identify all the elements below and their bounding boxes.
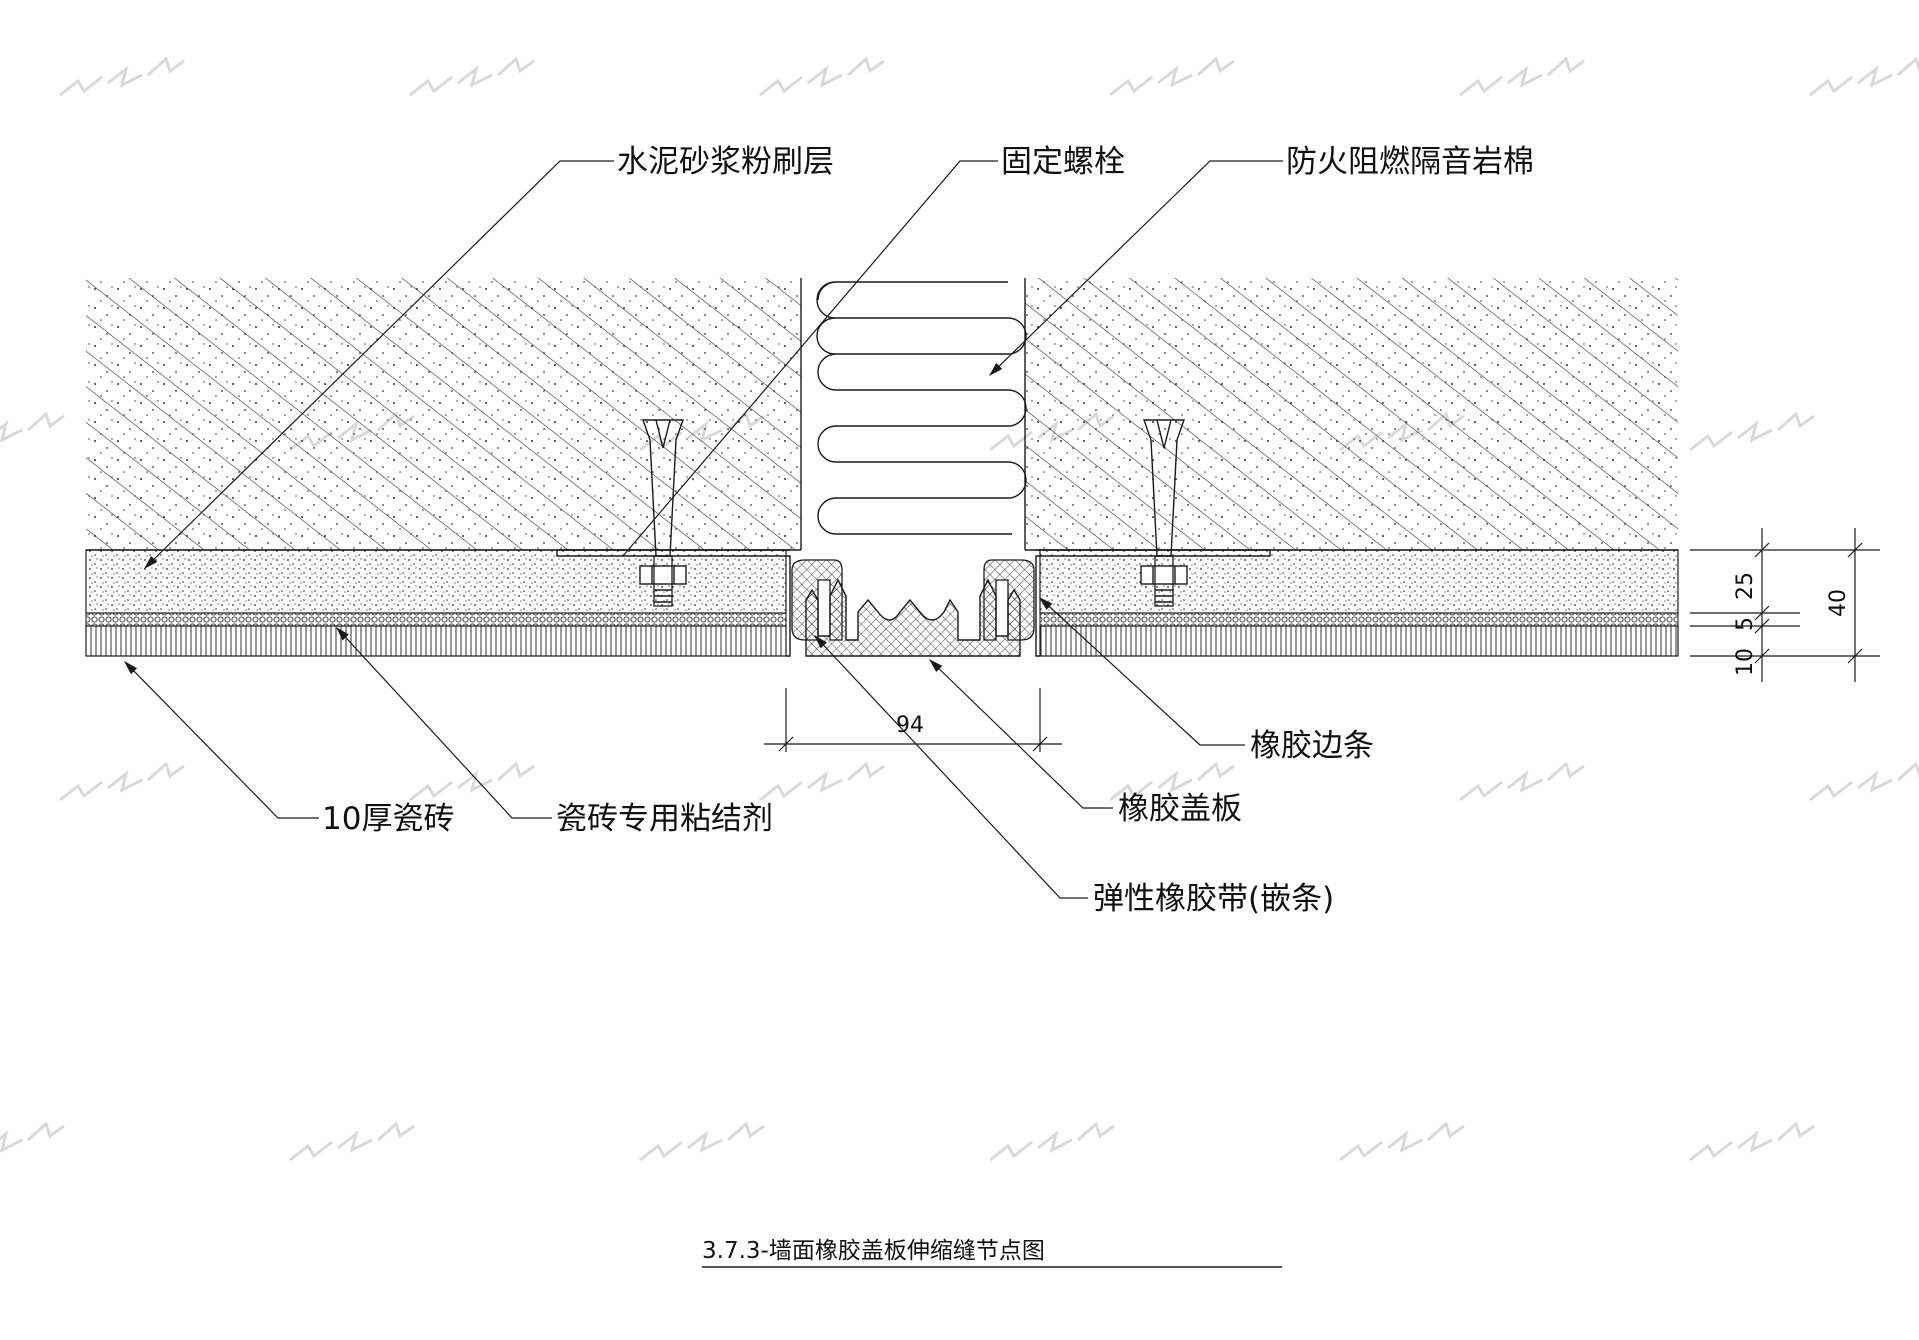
fixing-bolt-right [1140, 419, 1188, 607]
concrete-wall-left [86, 278, 802, 550]
dim-joint-width: 94 [896, 713, 924, 738]
drawing-title: 3.7.3-墙面橡胶盖板伸缩缝节点图 [702, 1238, 1045, 1264]
watermark-mark [59, 56, 185, 97]
watermark-mark [989, 1121, 1115, 1162]
watermark-mark [1689, 411, 1815, 452]
watermark-mark [289, 1121, 415, 1162]
dim-plaster: 25 [1733, 572, 1758, 600]
dim-adhesive: 5 [1733, 617, 1758, 631]
watermark-mark [1459, 56, 1585, 97]
fixing-bolt-left [639, 419, 687, 607]
watermark-mark [1339, 1121, 1465, 1162]
label-rubber-edge: 橡胶边条 [1250, 728, 1374, 764]
label-cement-mortar: 水泥砂浆粉刷层 [617, 144, 834, 180]
label-rubber-cover: 橡胶盖板 [1118, 791, 1242, 827]
watermark-mark [1459, 761, 1585, 802]
watermark-mark [639, 1121, 765, 1162]
watermark-mark [409, 56, 535, 97]
rubber-cover-plate [805, 578, 1021, 657]
dim-tile: 10 [1733, 648, 1758, 676]
label-rock-wool: 防火阻燃隔音岩棉 [1286, 144, 1534, 180]
leader-lines [123, 160, 1283, 899]
watermark-mark [1809, 761, 1919, 802]
watermark-mark [1109, 56, 1235, 97]
base-plate [556, 549, 1271, 657]
label-adhesive: 瓷砖专用粘结剂 [556, 801, 773, 837]
label-elastic-strip: 弹性橡胶带(嵌条) [1093, 881, 1334, 917]
dimension-joint-width: 94 [764, 688, 1062, 752]
dim-total: 40 [1826, 589, 1851, 617]
watermark-mark [59, 761, 185, 802]
watermark-mark [0, 1121, 65, 1153]
label-fixing-bolt: 固定螺栓 [1001, 144, 1125, 180]
watermark-mark [759, 761, 885, 802]
watermark-mark [1109, 761, 1235, 802]
label-tile: 10厚瓷砖 [322, 801, 454, 837]
dimension-layers: 25 5 10 40 [1690, 528, 1880, 682]
watermark-mark [1689, 1121, 1815, 1162]
tile-layer [85, 625, 1679, 657]
watermark-mark [0, 411, 65, 443]
watermark-mark [409, 761, 535, 802]
watermark-mark [1809, 56, 1919, 97]
tile-adhesive-layer [85, 612, 1679, 627]
drawing-title-block: 3.7.3-墙面橡胶盖板伸缩缝节点图 [702, 1238, 1282, 1268]
watermark-mark [759, 56, 885, 97]
concrete-wall-right [1024, 278, 1678, 550]
cement-mortar-layer [85, 549, 1679, 614]
rock-wool-insulation [816, 281, 1027, 535]
